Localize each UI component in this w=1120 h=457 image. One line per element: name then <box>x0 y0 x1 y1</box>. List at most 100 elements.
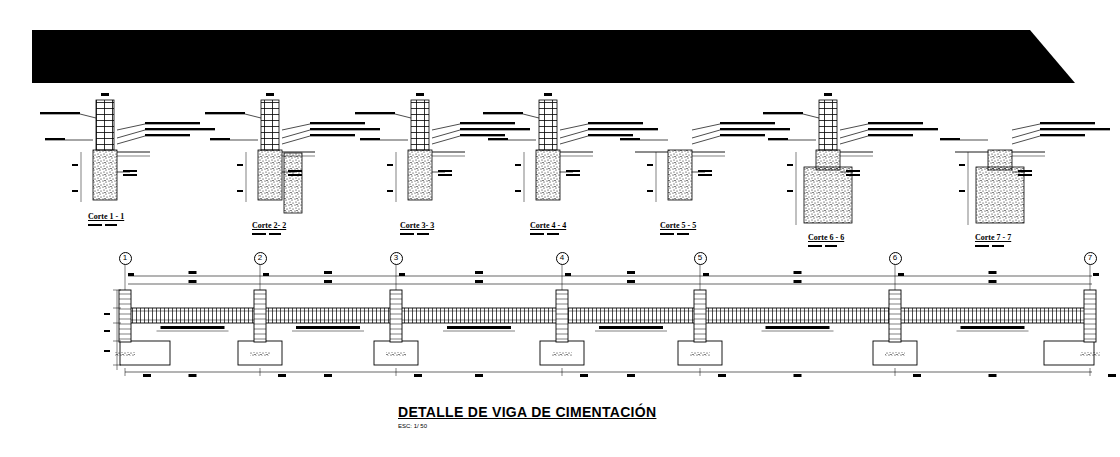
line <box>556 324 568 325</box>
line <box>81 152 82 202</box>
line <box>282 152 315 153</box>
line <box>656 152 657 202</box>
line <box>390 304 402 305</box>
illegible-note <box>104 313 110 315</box>
line <box>246 152 247 202</box>
line <box>1084 324 1096 325</box>
illegible-note <box>580 374 588 377</box>
line <box>762 331 834 332</box>
line <box>254 319 266 320</box>
illegible-note <box>961 326 1025 329</box>
drawn-part <box>694 290 706 342</box>
line <box>119 304 131 305</box>
line <box>260 368 261 376</box>
axis-bubble: 6 <box>889 252 902 265</box>
illegible-note <box>627 280 635 283</box>
line <box>694 319 706 320</box>
drawn-part <box>261 100 279 150</box>
illegible-note <box>475 271 483 274</box>
illegible-note <box>1018 170 1032 172</box>
line <box>113 365 121 366</box>
line <box>113 308 121 309</box>
line <box>390 339 402 340</box>
illegible-note <box>989 271 997 274</box>
line <box>556 334 568 335</box>
illegible-note <box>660 233 674 235</box>
line <box>113 341 121 342</box>
line <box>254 309 266 310</box>
drawn-part <box>408 150 432 200</box>
illegible-note <box>698 170 712 172</box>
line <box>556 319 568 320</box>
illegible-note <box>898 273 904 276</box>
illegible-note <box>698 174 712 176</box>
drawn-part <box>119 290 131 342</box>
line <box>560 156 593 157</box>
drawn-part <box>125 308 1092 323</box>
drawn-part <box>250 352 270 356</box>
line <box>390 324 402 325</box>
drawn-part <box>556 290 568 342</box>
line <box>125 311 1092 312</box>
line <box>694 329 706 330</box>
line <box>390 334 402 335</box>
illegible-note <box>72 164 78 166</box>
line <box>119 309 131 310</box>
drawn-part <box>804 167 852 223</box>
illegible-note <box>266 93 274 96</box>
axis-bubble: 5 <box>694 252 707 265</box>
line <box>1090 368 1091 376</box>
line <box>968 152 969 225</box>
line <box>119 329 131 330</box>
line <box>694 324 706 325</box>
line <box>254 294 266 295</box>
drawn-part <box>374 341 418 365</box>
line <box>840 156 873 157</box>
illegible-note <box>399 273 405 276</box>
line <box>119 299 131 300</box>
line <box>205 114 261 118</box>
illegible-note <box>1108 374 1116 377</box>
line <box>443 331 515 332</box>
axis-number: 7 <box>1088 254 1092 262</box>
illegible-note <box>1040 134 1085 136</box>
line <box>254 329 266 330</box>
illegible-note <box>263 273 269 276</box>
illegible-note <box>1093 273 1099 276</box>
line <box>117 156 150 157</box>
line <box>119 319 131 320</box>
line <box>117 290 118 370</box>
section-title: Corte 3- 3 <box>400 221 434 230</box>
line <box>840 136 913 144</box>
line <box>254 324 266 325</box>
illegible-note <box>959 164 965 166</box>
line <box>796 152 797 225</box>
illegible-note <box>45 138 65 140</box>
illegible-note <box>438 174 452 176</box>
illegible-note <box>475 280 483 283</box>
line <box>556 329 568 330</box>
line <box>119 339 131 340</box>
illegible-note <box>677 233 689 235</box>
drawn-part <box>1080 352 1100 356</box>
illegible-note <box>868 128 938 130</box>
line <box>1084 334 1096 335</box>
illegible-note <box>959 190 965 192</box>
illegible-note <box>547 233 559 235</box>
illegible-note <box>40 112 80 114</box>
axis-number: 1 <box>123 254 127 262</box>
illegible-note <box>88 224 102 226</box>
illegible-note <box>387 164 393 166</box>
section-title: Corte 6 - 6 <box>808 233 844 242</box>
illegible-note <box>515 164 521 166</box>
illegible-note <box>288 174 302 176</box>
line <box>282 130 380 138</box>
line <box>119 334 131 335</box>
illegible-note <box>787 190 793 192</box>
section-title: Corte 1 - 1 <box>88 212 124 221</box>
line <box>955 152 988 153</box>
axis-number: 5 <box>698 254 702 262</box>
section-title: Corte 5 - 5 <box>660 221 696 230</box>
illegible-note <box>104 330 110 332</box>
illegible-note <box>565 273 571 276</box>
